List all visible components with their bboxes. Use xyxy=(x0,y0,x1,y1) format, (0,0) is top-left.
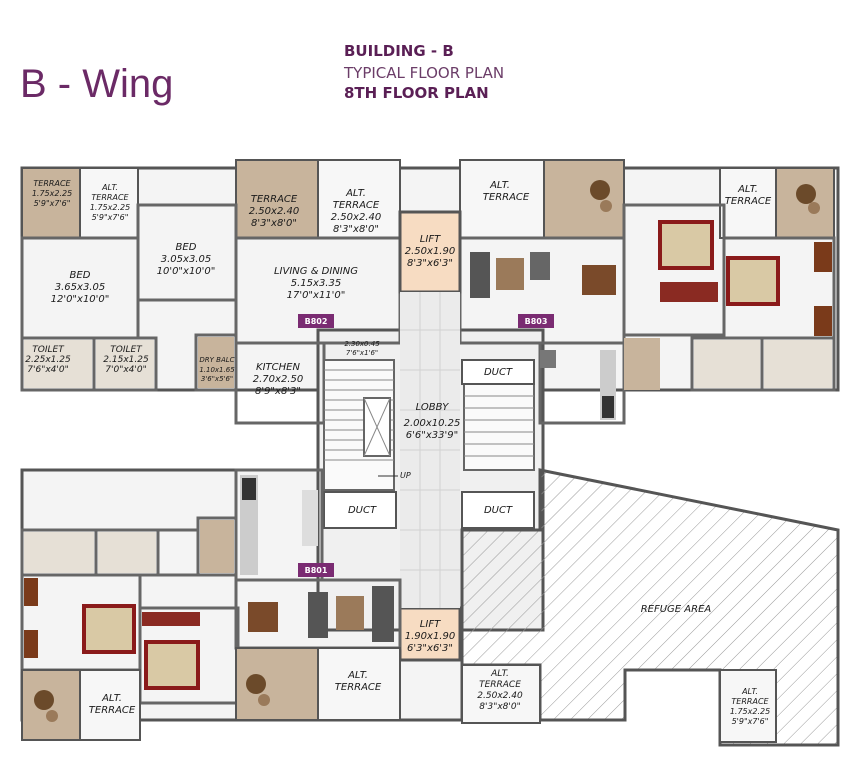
label-alt-terrace-bl-2: TERRACE xyxy=(89,705,136,716)
dim-kitchen-2: 8'9"x8'3" xyxy=(255,386,301,397)
dim-lift-top-2: 8'3"x6'3" xyxy=(407,258,453,269)
duct-3 xyxy=(461,491,535,529)
wing-title: B - Wing xyxy=(20,62,174,106)
furniture xyxy=(24,180,832,722)
label-alt-terrace-tr1-2: TERRACE xyxy=(483,192,530,203)
unit-tag-b801: B801 xyxy=(305,566,328,575)
unit-b801-walls xyxy=(20,468,402,705)
dim-alt-terrace-tm-1: 2.50x2.40 xyxy=(331,212,381,223)
label-refuge: REFUGE AREA xyxy=(641,604,712,615)
dim-terrace-tl-2: 5'9"x7'6" xyxy=(34,199,71,208)
dim-passage-2: 7'6"x1'6" xyxy=(346,349,378,357)
label-lift-bottom: LIFT xyxy=(420,619,441,630)
floor-plan: B802 B803 B801 TERRACE 1.75x2.25 5'9"x7'… xyxy=(20,159,840,747)
balcony-right-floor xyxy=(624,338,660,390)
label-alt-terrace-tm: ALT. xyxy=(345,188,366,199)
dim-alt-terrace-br1-2: 8'3"x8'0" xyxy=(479,702,520,712)
dim-alt-terrace-tl-2: 5'9"x7'6" xyxy=(92,213,129,222)
dim-alt-terrace-tl-1: 1.75x2.25 xyxy=(90,203,130,212)
balcony-bottom-floor xyxy=(200,520,234,573)
label-alt-terrace-tr1: ALT. xyxy=(489,180,510,191)
label-duct-1: DUCT xyxy=(484,367,513,378)
plan-type-title: TYPICAL FLOOR PLAN xyxy=(344,64,505,82)
dim-alt-terrace-br2-1: 1.75x2.25 xyxy=(730,707,770,716)
dim-lift-bottom-2: 6'3"x6'3" xyxy=(407,643,453,654)
lift-top xyxy=(398,210,462,294)
dim-dry-balc-1: 1.10x1.65 xyxy=(199,366,235,374)
toilet-d-floor xyxy=(764,340,832,388)
toilet-f-floor xyxy=(98,532,156,573)
toilet-b-floor xyxy=(96,340,154,388)
label-toilet-a: TOILET xyxy=(32,345,65,355)
dim-alt-terrace-br2-2: 5'9"x7'6" xyxy=(732,717,769,726)
label-living: LIVING & DINING xyxy=(274,266,358,277)
dim-passage-1: 2.30x0.45 xyxy=(344,340,380,348)
dim-toilet-b-1: 2.15x1.25 xyxy=(103,355,149,365)
unit-tag-b803: B803 xyxy=(525,317,548,326)
staircase-left xyxy=(323,359,395,491)
dim-living-1: 5.15x3.35 xyxy=(291,278,341,289)
toilet-e-floor xyxy=(24,532,94,573)
label-dry-balc: DRY BALC xyxy=(199,356,234,364)
unit-tag-b801-bg xyxy=(298,563,334,577)
label-terrace-tl: TERRACE xyxy=(33,179,71,188)
unit-tag-b802: B802 xyxy=(305,317,328,326)
dim-lobby-2: 6'6"x33'9" xyxy=(406,430,458,441)
dim-terrace-tm-1: 2.50x2.40 xyxy=(249,206,299,217)
label-alt-terrace-tr2: ALT. xyxy=(737,184,758,195)
label-up: UP xyxy=(400,471,411,480)
label-lift-top: LIFT xyxy=(420,234,441,245)
label-alt-terrace-bl: ALT. xyxy=(101,693,122,704)
dim-bed-a-1: 3.05x3.05 xyxy=(161,254,211,265)
unit-tag-b802-bg xyxy=(298,314,334,328)
label-alt-terrace-br2-2: TERRACE xyxy=(731,697,769,706)
dim-alt-terrace-tm-2: 8'3"x8'0" xyxy=(333,224,379,235)
label-alt-terrace-tl-2: TERRACE xyxy=(91,193,129,202)
dim-toilet-b-2: 7'0"x4'0" xyxy=(105,365,146,375)
toilet-c-floor xyxy=(694,340,760,388)
duct-1 xyxy=(461,359,535,385)
dim-dry-balc-2: 3'6"x5'6" xyxy=(201,375,233,383)
label-bed-b: BED xyxy=(70,270,91,281)
label-alt-terrace-tm-2: TERRACE xyxy=(333,200,380,211)
building-title: BUILDING - B xyxy=(344,42,454,60)
dim-alt-terrace-br1-1: 2.50x2.40 xyxy=(477,691,523,701)
floor-title: 8TH FLOOR PLAN xyxy=(344,84,489,102)
label-alt-terrace-tl: ALT. xyxy=(101,183,118,192)
lobby-tiles xyxy=(400,292,460,608)
label-duct-2: DUCT xyxy=(348,505,377,516)
duct-2 xyxy=(323,491,397,529)
label-alt-terrace-bm-2: TERRACE xyxy=(335,682,382,693)
dim-lobby-1: 2.00x10.25 xyxy=(404,418,461,429)
dim-terrace-tl-1: 1.75x2.25 xyxy=(32,189,72,198)
label-duct-3: DUCT xyxy=(484,505,513,516)
dim-toilet-a-1: 2.25x1.25 xyxy=(25,355,71,365)
dim-bed-b-1: 3.65x3.05 xyxy=(55,282,105,293)
label-alt-terrace-tr2-2: TERRACE xyxy=(725,196,772,207)
dim-bed-b-2: 12'0"x10'0" xyxy=(51,294,110,305)
label-alt-terrace-br1: ALT. xyxy=(490,669,509,679)
label-alt-terrace-bm: ALT. xyxy=(347,670,368,681)
unit-tag-b803-bg xyxy=(518,314,554,328)
terraces-top xyxy=(21,159,835,239)
dry-balc-floor xyxy=(198,337,234,388)
label-toilet-b: TOILET xyxy=(110,345,143,355)
label-alt-terrace-br2: ALT. xyxy=(741,687,758,696)
dim-terrace-tm-2: 8'3"x8'0" xyxy=(251,218,297,229)
label-lobby: LOBBY xyxy=(416,402,450,413)
dim-lift-bottom-1: 1.90x1.90 xyxy=(405,631,455,642)
label-kitchen: KITCHEN xyxy=(256,362,300,373)
label-terrace-tm: TERRACE xyxy=(251,194,298,205)
dim-bed-a-2: 10'0"x10'0" xyxy=(157,266,216,277)
dim-living-2: 17'0"x11'0" xyxy=(287,290,346,301)
dim-kitchen-1: 2.70x2.50 xyxy=(253,374,303,385)
label-bed-a: BED xyxy=(176,242,197,253)
label-alt-terrace-br1-2: TERRACE xyxy=(479,680,521,690)
toilet-a-floor xyxy=(24,340,92,388)
dim-toilet-a-2: 7'6"x4'0" xyxy=(27,365,68,375)
dim-lift-top-1: 2.50x1.90 xyxy=(405,246,455,257)
